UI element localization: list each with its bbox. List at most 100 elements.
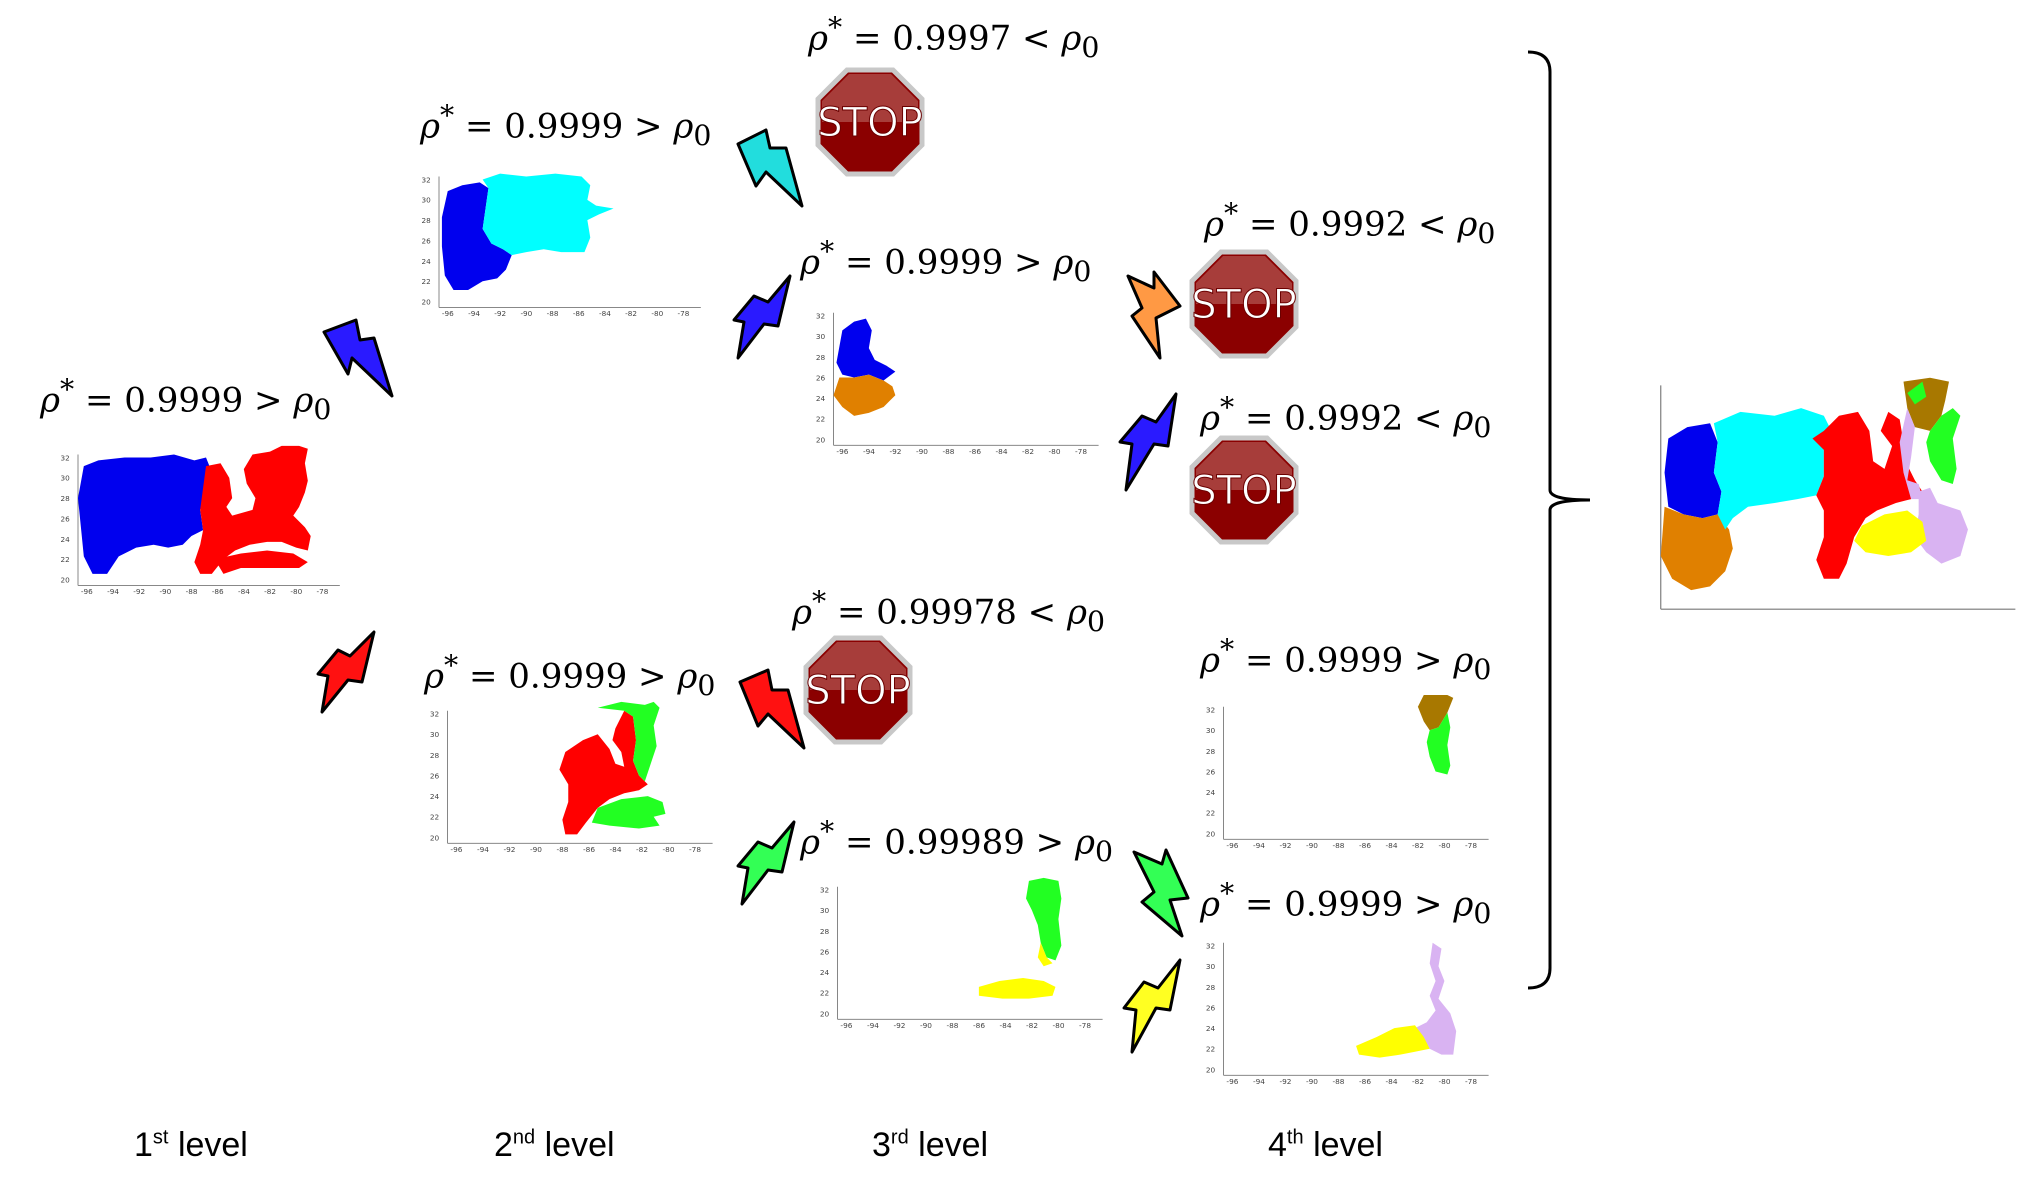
level-label-1: 1st level <box>134 1126 248 1164</box>
svg-text:32: 32 <box>422 175 431 184</box>
svg-text:22: 22 <box>820 989 829 998</box>
svg-text:-94: -94 <box>477 845 489 854</box>
map-level4-b: -96 -94 -92 -90 -88 -86 -84 -82 -80 -78 … <box>1206 942 1490 1086</box>
y-axis-ticks: 32 30 28 26 24 22 20 <box>422 175 432 306</box>
map-level2-top: -96 -94 -92 -90 -88 -86 -84 -82 -80 -78 … <box>422 173 702 318</box>
svg-text:-80: -80 <box>1439 1077 1451 1086</box>
x-axis-ticks: -96 -94 -92 -90 -88 -86 -84 -82 -80 -78 <box>836 447 1087 456</box>
svg-text:24: 24 <box>820 968 830 977</box>
svg-text:24: 24 <box>816 394 826 403</box>
svg-text:32: 32 <box>430 710 439 719</box>
svg-text:24: 24 <box>430 792 440 801</box>
svg-text:-96: -96 <box>1226 841 1238 850</box>
svg-text:26: 26 <box>1206 767 1216 776</box>
formula-level3-b: ρ* = 0.99989 > ρ0 <box>800 815 1114 869</box>
formula-level4-a: ρ* = 0.9999 > ρ0 <box>1200 633 1492 687</box>
svg-text:-90: -90 <box>1306 841 1318 850</box>
svg-text:-84: -84 <box>1000 1021 1012 1030</box>
svg-text:-86: -86 <box>969 447 981 456</box>
svg-text:-90: -90 <box>916 447 928 456</box>
svg-text:-78: -78 <box>678 309 690 318</box>
svg-text:20: 20 <box>430 833 440 842</box>
svg-text:-82: -82 <box>1026 1021 1038 1030</box>
svg-text:-84: -84 <box>599 309 611 318</box>
svg-text:30: 30 <box>1206 726 1216 735</box>
svg-text:-92: -92 <box>1279 1077 1291 1086</box>
svg-text:STOP: STOP <box>817 100 922 146</box>
map-level3-a: -96 -94 -92 -90 -88 -86 -84 -82 -80 -78 … <box>816 312 1100 456</box>
svg-text:STOP: STOP <box>1191 282 1296 328</box>
svg-text:-82: -82 <box>1412 1077 1424 1086</box>
y-axis-ticks: 32 30 28 26 24 22 20 <box>820 886 830 1019</box>
svg-text:-80: -80 <box>1439 841 1451 850</box>
svg-text:-96: -96 <box>1226 1077 1238 1086</box>
svg-text:-92: -92 <box>1279 841 1291 850</box>
level-label-4: 4th level <box>1268 1126 1383 1164</box>
arrow-icon <box>1132 848 1190 938</box>
map-level4-a: -96 -94 -92 -90 -88 -86 -84 -82 -80 -78 … <box>1206 694 1490 850</box>
svg-text:22: 22 <box>816 415 825 424</box>
svg-text:-88: -88 <box>1332 1077 1344 1086</box>
formula-level1: ρ* = 0.9999 > ρ0 <box>40 373 332 427</box>
svg-text:-80: -80 <box>1053 1021 1065 1030</box>
y-axis-ticks: 32 30 28 26 24 22 20 <box>430 710 440 843</box>
svg-text:32: 32 <box>61 453 70 462</box>
svg-text:-86: -86 <box>212 587 224 596</box>
svg-text:-82: -82 <box>1022 447 1034 456</box>
svg-text:26: 26 <box>816 373 826 382</box>
svg-text:-90: -90 <box>920 1021 932 1030</box>
x-axis-ticks: -96 -94 -92 -90 -88 -86 -84 -82 -80 -78 <box>840 1021 1091 1030</box>
svg-text:-90: -90 <box>520 309 532 318</box>
svg-text:-88: -88 <box>547 309 559 318</box>
arrow-icon <box>1118 392 1178 492</box>
x-axis-ticks: -96 -94 -92 -90 -88 -86 -84 -82 -80 -78 <box>1226 1077 1477 1086</box>
svg-text:24: 24 <box>61 535 71 544</box>
svg-text:-88: -88 <box>556 845 568 854</box>
svg-text:-78: -78 <box>317 587 329 596</box>
svg-text:30: 30 <box>816 332 826 341</box>
level-label-2: 2nd level <box>494 1126 615 1164</box>
stop-sign-icon: STOP <box>1189 249 1299 359</box>
svg-text:28: 28 <box>1206 747 1216 756</box>
svg-text:20: 20 <box>1206 1065 1216 1074</box>
arrow-icon <box>1126 270 1182 360</box>
svg-text:20: 20 <box>1206 829 1216 838</box>
svg-text:28: 28 <box>816 353 826 362</box>
svg-text:-90: -90 <box>159 587 171 596</box>
svg-text:-84: -84 <box>1386 1077 1398 1086</box>
svg-text:-96: -96 <box>836 447 848 456</box>
svg-text:26: 26 <box>1206 1003 1216 1012</box>
formula-level3-a: ρ* = 0.9999 > ρ0 <box>800 235 1092 289</box>
svg-text:24: 24 <box>1206 1024 1216 1033</box>
svg-text:-82: -82 <box>636 845 648 854</box>
svg-text:26: 26 <box>820 947 830 956</box>
svg-text:-96: -96 <box>840 1021 852 1030</box>
svg-text:24: 24 <box>422 257 432 266</box>
svg-text:24: 24 <box>1206 788 1216 797</box>
svg-text:22: 22 <box>1206 809 1215 818</box>
map-final-combined <box>1660 377 2016 610</box>
formula-level4-stop1: ρ* = 0.9992 < ρ0 <box>1204 197 1496 251</box>
svg-text:STOP: STOP <box>805 668 910 714</box>
svg-text:-80: -80 <box>663 845 675 854</box>
arrow-icon <box>732 274 792 360</box>
arrow-icon <box>738 668 806 750</box>
svg-text:28: 28 <box>61 494 71 503</box>
formula-level4-b: ρ* = 0.9999 > ρ0 <box>1200 877 1492 931</box>
svg-text:-96: -96 <box>442 309 454 318</box>
svg-text:-84: -84 <box>610 845 622 854</box>
formula-level2-bottom: ρ* = 0.9999 > ρ0 <box>424 649 716 703</box>
arrow-icon <box>1122 958 1182 1054</box>
svg-text:-84: -84 <box>1386 841 1398 850</box>
svg-text:22: 22 <box>1206 1045 1215 1054</box>
svg-text:22: 22 <box>422 277 431 286</box>
svg-text:STOP: STOP <box>1191 468 1296 514</box>
x-axis-ticks: -96 -94 -92 -90 -88 -86 -84 -82 -80 -78 <box>81 587 329 596</box>
svg-text:-78: -78 <box>1079 1021 1091 1030</box>
svg-text:-90: -90 <box>1306 1077 1318 1086</box>
svg-text:-92: -92 <box>133 587 145 596</box>
svg-text:-88: -88 <box>946 1021 958 1030</box>
svg-text:32: 32 <box>816 312 825 321</box>
svg-text:-80: -80 <box>290 587 302 596</box>
svg-text:30: 30 <box>820 906 830 915</box>
